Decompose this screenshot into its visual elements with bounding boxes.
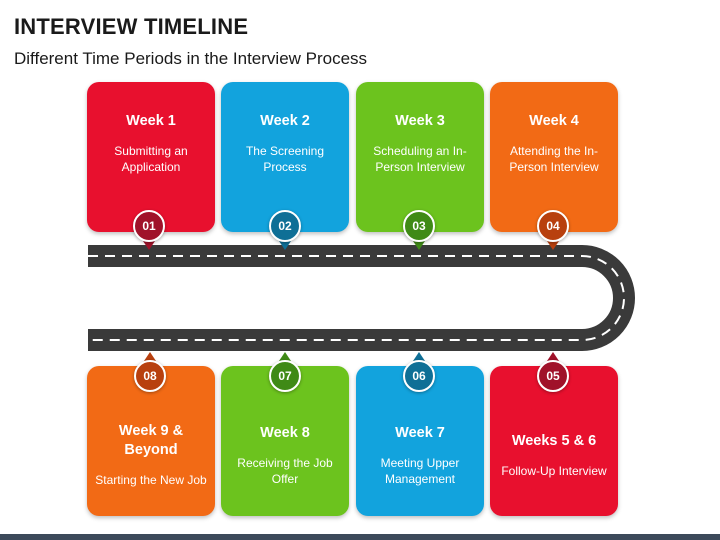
step-description: The Screening Process xyxy=(245,144,325,174)
step-card-week-4: Week 4 Attending the In-Person Interview xyxy=(490,82,618,232)
step-description: Receiving the Job Offer xyxy=(237,455,333,486)
step-card-week-1: Week 1 Submitting an Application xyxy=(87,82,215,232)
step-card-week-2: Week 2 The Screening Process xyxy=(221,82,349,232)
step-description: Attending the In-Person Interview xyxy=(509,144,599,174)
step-title: Week 3 xyxy=(395,113,445,129)
step-marker-08: 08 xyxy=(134,360,166,392)
step-description: Submitting an Application xyxy=(114,144,188,174)
step-marker-07: 07 xyxy=(269,360,301,392)
step-title: Week 4 xyxy=(529,113,579,129)
step-description: Meeting Upper Management xyxy=(380,455,460,486)
step-description: Starting the New Job xyxy=(95,473,207,487)
page-title: INTERVIEW TIMELINE xyxy=(14,14,249,39)
step-description: Follow-Up Interview xyxy=(501,463,607,478)
step-card-week-3: Week 3 Scheduling an In-Person Interview xyxy=(356,82,484,232)
step-marker-06: 06 xyxy=(403,360,435,392)
step-title: Week 9 & Beyond xyxy=(118,423,184,458)
step-marker-01: 01 xyxy=(133,210,165,242)
step-title: Weeks 5 & 6 xyxy=(511,432,597,449)
step-marker-04: 04 xyxy=(537,210,569,242)
step-marker-03: 03 xyxy=(403,210,435,242)
step-title: Week 1 xyxy=(126,113,176,129)
step-marker-05: 05 xyxy=(537,360,569,392)
step-title: Week 2 xyxy=(260,113,310,129)
step-description: Scheduling an In-Person Interview xyxy=(373,144,467,174)
footer-bar xyxy=(0,534,720,540)
step-marker-02: 02 xyxy=(269,210,301,242)
step-title: Week 8 xyxy=(260,424,310,441)
page-subtitle: Different Time Periods in the Interview … xyxy=(14,49,368,68)
step-title: Week 7 xyxy=(395,424,445,441)
